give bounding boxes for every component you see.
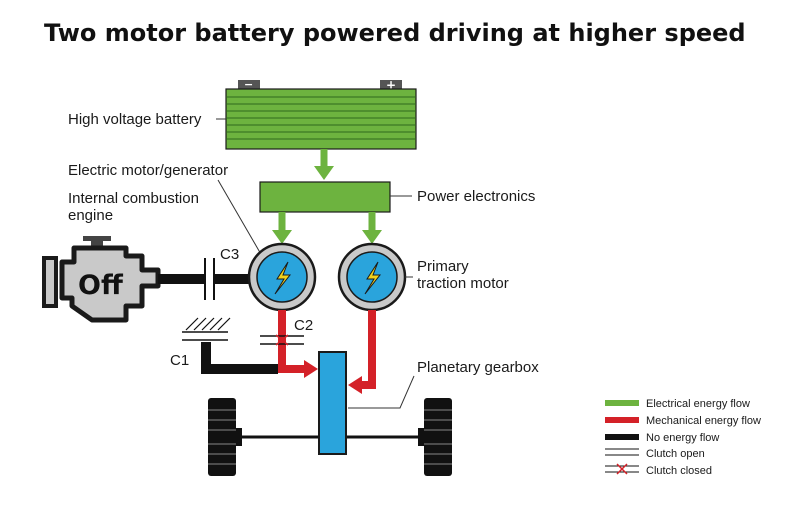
clutch-c2-label: C2	[294, 317, 313, 334]
legend-label: Mechanical energy flow	[646, 415, 761, 427]
legend-item-electrical: Electrical energy flow	[605, 398, 750, 410]
battery-plus-terminal: +	[386, 78, 396, 92]
engine-state-text: Off	[78, 270, 124, 301]
motor-generator-shaft	[215, 274, 251, 284]
ice-label-line2: engine	[68, 207, 113, 224]
electrical-flow-pe-to-motor-generator	[272, 212, 292, 244]
legend-label: Electrical energy flow	[646, 398, 750, 410]
clutch-c3-open	[204, 258, 215, 300]
right-wheel	[424, 398, 452, 476]
legend: Electrical energy flow Mechanical energy…	[605, 398, 761, 477]
clutch-c1-label: C1	[170, 352, 189, 369]
planetary-leader-line	[348, 375, 415, 409]
legend-label: No energy flow	[646, 432, 719, 444]
engine-shaft	[158, 274, 204, 284]
clutch-c1-open	[182, 317, 231, 341]
planetary-gearbox-label: Planetary gearbox	[417, 359, 539, 376]
motor-generator-leader-line	[217, 179, 263, 257]
motor-generator-label: Electric motor/generator	[68, 162, 228, 179]
legend-item-clutch-open: Clutch open	[605, 448, 705, 460]
traction-motor-label-line1: Primary	[417, 258, 469, 275]
battery-label: High voltage battery	[68, 111, 202, 128]
planetary-gearbox	[318, 351, 347, 455]
clutch-c2-closed	[260, 334, 304, 346]
ice-label-line1: Internal combustion	[68, 190, 199, 207]
legend-item-mechanical: Mechanical energy flow	[605, 415, 761, 427]
electrical-flow-pe-to-traction-motor	[362, 212, 382, 244]
lightning-icon	[274, 261, 292, 295]
left-wheel	[208, 398, 236, 476]
mechanical-flow-traction-motor-to-gearbox	[348, 310, 376, 394]
high-voltage-battery: − +	[225, 78, 417, 150]
legend-label: Clutch open	[646, 448, 705, 460]
power-electronics-label: Power electronics	[417, 188, 535, 205]
page-title: Two motor battery powered driving at hig…	[44, 19, 746, 47]
legend-item-no-flow: No energy flow	[605, 432, 719, 444]
legend-item-clutch-closed: Clutch closed	[605, 463, 712, 477]
legend-label: Clutch closed	[646, 465, 712, 477]
power-electronics-box	[259, 181, 391, 213]
battery-minus-terminal: −	[244, 78, 253, 91]
traction-motor-label-line2: traction motor	[417, 275, 509, 292]
lightning-icon	[364, 261, 382, 295]
clutch-c3-label: C3	[220, 246, 239, 263]
combustion-engine: Off	[42, 236, 161, 323]
no-flow-c1-path	[201, 342, 278, 374]
primary-traction-motor	[337, 242, 407, 312]
electrical-flow-battery-to-pe	[314, 149, 334, 180]
motor-generator	[247, 242, 317, 312]
